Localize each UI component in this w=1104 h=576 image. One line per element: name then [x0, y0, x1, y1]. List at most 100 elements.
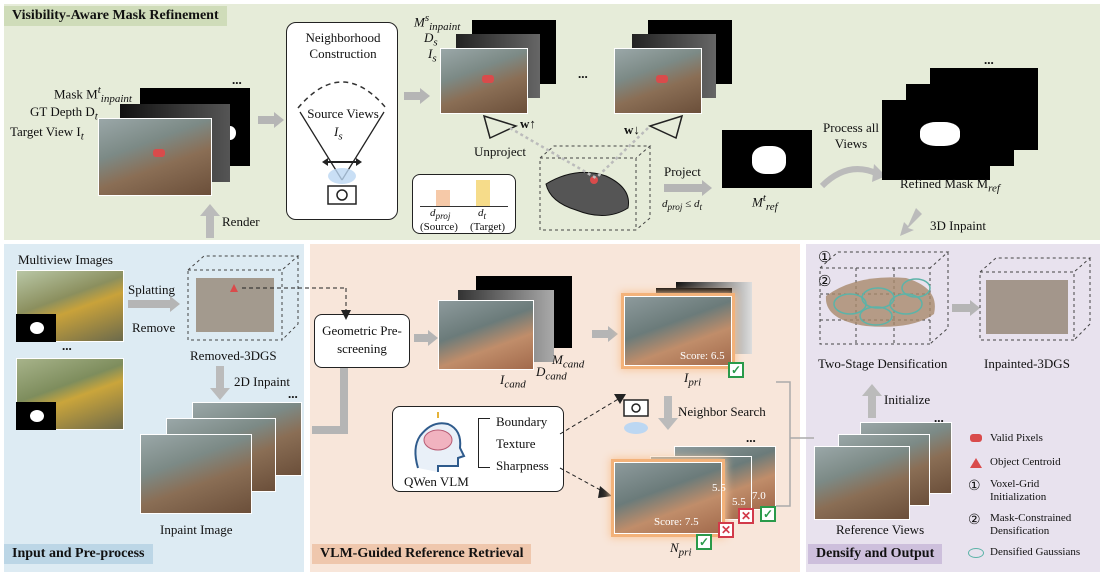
dt-text: d	[478, 207, 484, 219]
is-sub: s	[432, 52, 437, 65]
icand-label: Icand	[500, 372, 526, 391]
ms-label: Msinpaint	[414, 12, 460, 33]
legend-voxel-grid: Voxel-Grid Initialization	[990, 478, 1047, 503]
render-arrow	[200, 204, 220, 238]
target-depth-bar	[476, 180, 490, 206]
section-title-vlm: VLM-Guided Reference Retrieval	[312, 544, 532, 564]
camera-project-icon	[647, 114, 684, 140]
arrow-head-source	[420, 88, 430, 104]
source-sub: s	[338, 130, 343, 143]
mask-label-sup: t	[97, 84, 101, 96]
remove-label: Remove	[132, 320, 176, 335]
arrow-to-source-views	[404, 92, 422, 100]
source-view-1	[440, 48, 528, 114]
dproj-label: dproj	[430, 207, 450, 221]
legend-object-centroid: Object Centroid	[990, 456, 1061, 468]
cond-sub: proj	[667, 202, 683, 213]
reference-view-1	[814, 446, 910, 520]
icand-text: I	[500, 372, 505, 387]
target-label-sub: t	[80, 130, 84, 143]
dashed-connector-3dgs	[341, 288, 351, 320]
source-views-label: Source Views	[307, 106, 379, 121]
vlm-name: QWen VLM	[404, 474, 469, 489]
point-cloud-cube	[539, 145, 652, 231]
refined-mask-label: Refined Mask Mref	[900, 176, 1000, 195]
arrow-head-neighborhood	[274, 112, 284, 128]
splatting-label: Splatting	[128, 282, 175, 297]
mv-blob-1	[30, 322, 44, 334]
npri-label: Npri	[670, 540, 692, 559]
neighborhood-title: Neighborhood Construction	[305, 30, 381, 61]
projection-dotted-lines	[509, 126, 649, 180]
legend-valid-pixels-icon	[970, 434, 982, 442]
arrow-splatting	[128, 300, 172, 308]
dproj-text: d	[430, 207, 436, 219]
legend-n2: ②	[968, 513, 981, 528]
ds-label: Ds	[424, 30, 438, 49]
dt-label: dt	[478, 207, 486, 221]
arrow-to-inpainted	[952, 304, 972, 312]
source-views-symbol: Is	[334, 124, 343, 143]
reference-bracket	[776, 381, 814, 507]
mcand-label: Mcand	[552, 352, 584, 371]
neighbor-camera-icon	[623, 399, 649, 434]
arrow-head-priority	[608, 326, 618, 342]
priority-image	[624, 296, 732, 366]
target-stack-ellipsis: ...	[232, 72, 242, 87]
mcand-text: M	[552, 352, 563, 367]
target-label-text: Target View I	[10, 124, 81, 139]
reject-icon-1: ✕	[718, 522, 734, 538]
w-up-label: w↑	[520, 116, 536, 131]
legend-n1: ①	[968, 479, 981, 494]
inpaint-image-1	[140, 434, 252, 514]
is-text: I	[428, 46, 433, 61]
ipri-text: I	[684, 370, 689, 385]
ds-sub: s	[433, 36, 438, 49]
mref-t-sub: ref	[765, 200, 778, 213]
priority-score: Score: 6.5	[680, 350, 725, 362]
accept-icon-2: ✓	[760, 506, 776, 522]
arrow-to-priority	[592, 330, 610, 338]
target-view-image	[98, 118, 212, 196]
mref-t-sup: t	[762, 192, 766, 204]
geometric-prescreening-box	[314, 314, 410, 368]
accept-icon-1: ✓	[696, 534, 712, 550]
vlm-bracket	[478, 418, 490, 468]
neighbor-score-1: Score: 7.5	[654, 516, 699, 528]
arrow-head-splatting	[170, 296, 180, 312]
process-all-views: Process all Views	[823, 120, 879, 151]
inpainted-3dgs-cube	[979, 257, 1092, 341]
brain-head-icon	[414, 412, 466, 472]
cond-rest: ≤ d	[682, 198, 700, 210]
cond-t: t	[699, 202, 703, 213]
multiview-label: Multiview Images	[18, 252, 113, 267]
refined-text: Refined Mask M	[900, 176, 989, 191]
multiview-ellipsis: ...	[62, 338, 72, 353]
removed-3dgs-cube	[187, 255, 346, 341]
neighbor-ellipsis: ...	[746, 430, 756, 445]
section-title-refinement: Visibility-Aware Mask Refinement	[4, 6, 227, 26]
legend-gaussian-icon	[968, 548, 984, 558]
reference-ellipsis: ...	[934, 410, 944, 425]
ms-text: M	[414, 14, 425, 30]
vlm-dashed-arrow-down	[559, 467, 612, 498]
mcand-sub: cand	[562, 358, 585, 371]
dcand-sub: cand	[545, 370, 567, 383]
arrow-input-vlm-h	[312, 426, 342, 434]
source-caption: (Source)	[420, 221, 458, 233]
priority-check-icon: ✓	[728, 362, 744, 378]
neighbor-score-2: 5.5	[712, 482, 726, 494]
initialize-arrow	[862, 384, 882, 418]
arrow-to-neighborhood	[258, 116, 276, 124]
source-view-2	[614, 48, 702, 114]
multiview-mask-1	[16, 314, 56, 342]
dcand-label: Dcand	[536, 364, 567, 383]
neighbor-score-4: 7.0	[752, 490, 766, 502]
criterion-sharpness: Sharpness	[496, 458, 549, 473]
section-title-output: Densify and Output	[808, 544, 943, 564]
source-sym: I	[334, 124, 339, 139]
arrow-head-inpainted	[970, 300, 980, 316]
candidate-ellipsis: ...	[556, 266, 566, 281]
neighbor-search-arrow	[658, 396, 678, 430]
neighbor-image-1	[614, 462, 722, 534]
